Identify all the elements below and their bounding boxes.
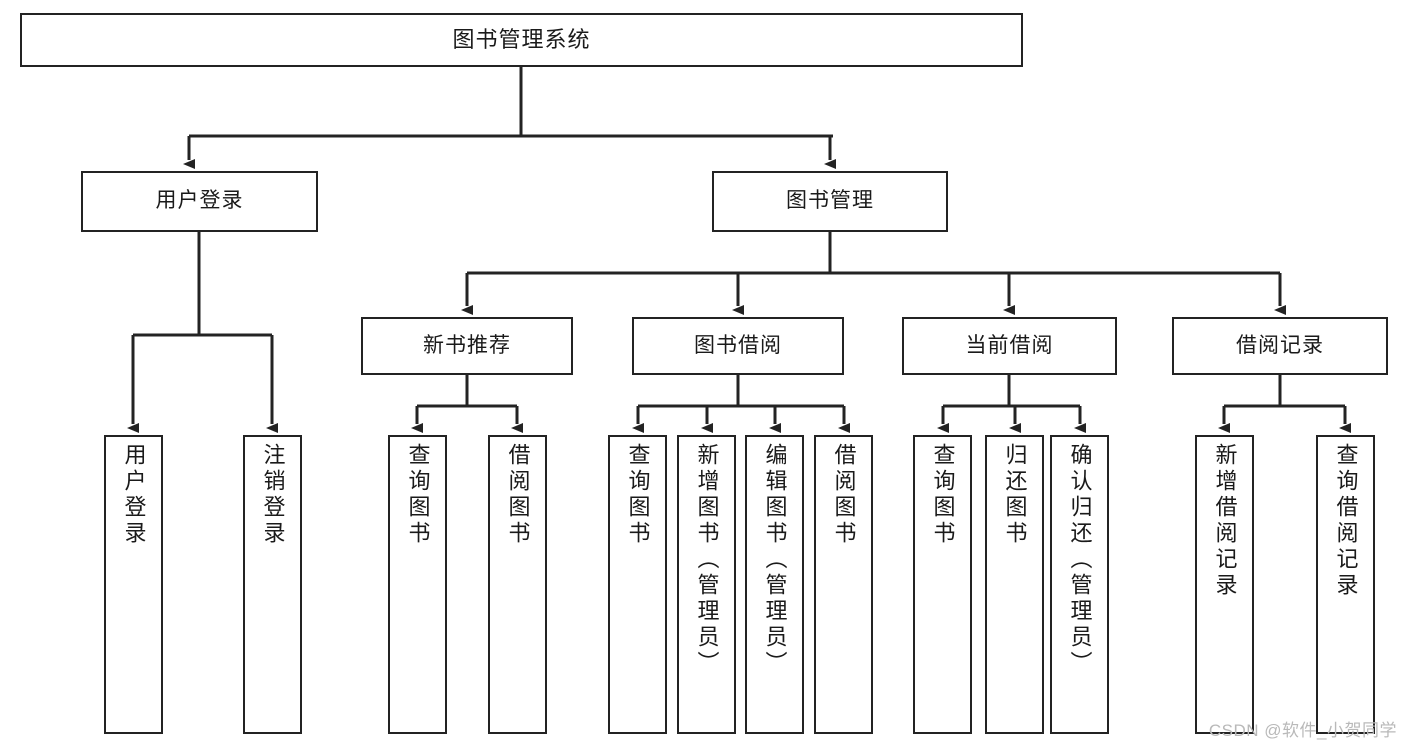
node-root[interactable]: 图书管理系统 bbox=[20, 13, 1023, 67]
node-label: 归还图书 bbox=[1002, 443, 1028, 547]
node-label: 当前借阅 bbox=[965, 333, 1054, 357]
leaf-borrow-books-recommend[interactable]: 借阅图书 bbox=[488, 435, 547, 734]
csdn-watermark: CSDN @软件_小贺同学 bbox=[1208, 721, 1397, 740]
leaf-edit-book-admin[interactable]: 编辑图书（管理员） bbox=[745, 435, 804, 734]
node-label: 新书推荐 bbox=[423, 333, 511, 357]
node-new-book-recommend[interactable]: 新书推荐 bbox=[361, 317, 573, 375]
node-label: 编辑图书（管理员） bbox=[762, 443, 788, 677]
node-user-login[interactable]: 用户登录 bbox=[81, 171, 318, 232]
leaf-query-books-borrow[interactable]: 查询图书 bbox=[608, 435, 667, 734]
leaf-add-borrow-record[interactable]: 新增借阅记录 bbox=[1195, 435, 1254, 734]
leaf-query-borrow-record[interactable]: 查询借阅记录 bbox=[1316, 435, 1375, 734]
node-label: 图书借阅 bbox=[694, 333, 782, 357]
leaf-return-books[interactable]: 归还图书 bbox=[985, 435, 1044, 734]
node-current-borrow[interactable]: 当前借阅 bbox=[902, 317, 1117, 375]
node-label: 用户登录 bbox=[121, 443, 147, 547]
node-label: 确认归还（管理员） bbox=[1067, 443, 1093, 677]
node-label: 注销登录 bbox=[260, 443, 286, 547]
node-label: 借阅图书 bbox=[831, 443, 857, 547]
node-label: 图书管理系统 bbox=[452, 27, 591, 53]
leaf-confirm-return-admin[interactable]: 确认归还（管理员） bbox=[1050, 435, 1109, 734]
node-book-management[interactable]: 图书管理 bbox=[712, 171, 948, 232]
node-book-borrow[interactable]: 图书借阅 bbox=[632, 317, 844, 375]
node-label: 用户登录 bbox=[155, 189, 244, 213]
leaf-add-book-admin[interactable]: 新增图书（管理员） bbox=[677, 435, 736, 734]
leaf-borrow-books[interactable]: 借阅图书 bbox=[814, 435, 873, 734]
node-label: 新增图书（管理员） bbox=[694, 443, 720, 677]
node-label: 借阅图书 bbox=[505, 443, 531, 547]
node-label: 查询借阅记录 bbox=[1333, 443, 1359, 599]
leaf-query-books-current[interactable]: 查询图书 bbox=[913, 435, 972, 734]
leaf-logout[interactable]: 注销登录 bbox=[243, 435, 302, 734]
node-label: 图书管理 bbox=[786, 189, 874, 213]
node-label: 查询图书 bbox=[405, 443, 431, 547]
leaf-query-books-recommend[interactable]: 查询图书 bbox=[388, 435, 447, 734]
node-label: 新增借阅记录 bbox=[1212, 443, 1238, 599]
node-label: 查询图书 bbox=[930, 443, 956, 547]
node-borrow-records[interactable]: 借阅记录 bbox=[1172, 317, 1388, 375]
node-label: 查询图书 bbox=[625, 443, 651, 547]
leaf-user-login[interactable]: 用户登录 bbox=[104, 435, 163, 734]
node-label: 借阅记录 bbox=[1236, 333, 1324, 357]
